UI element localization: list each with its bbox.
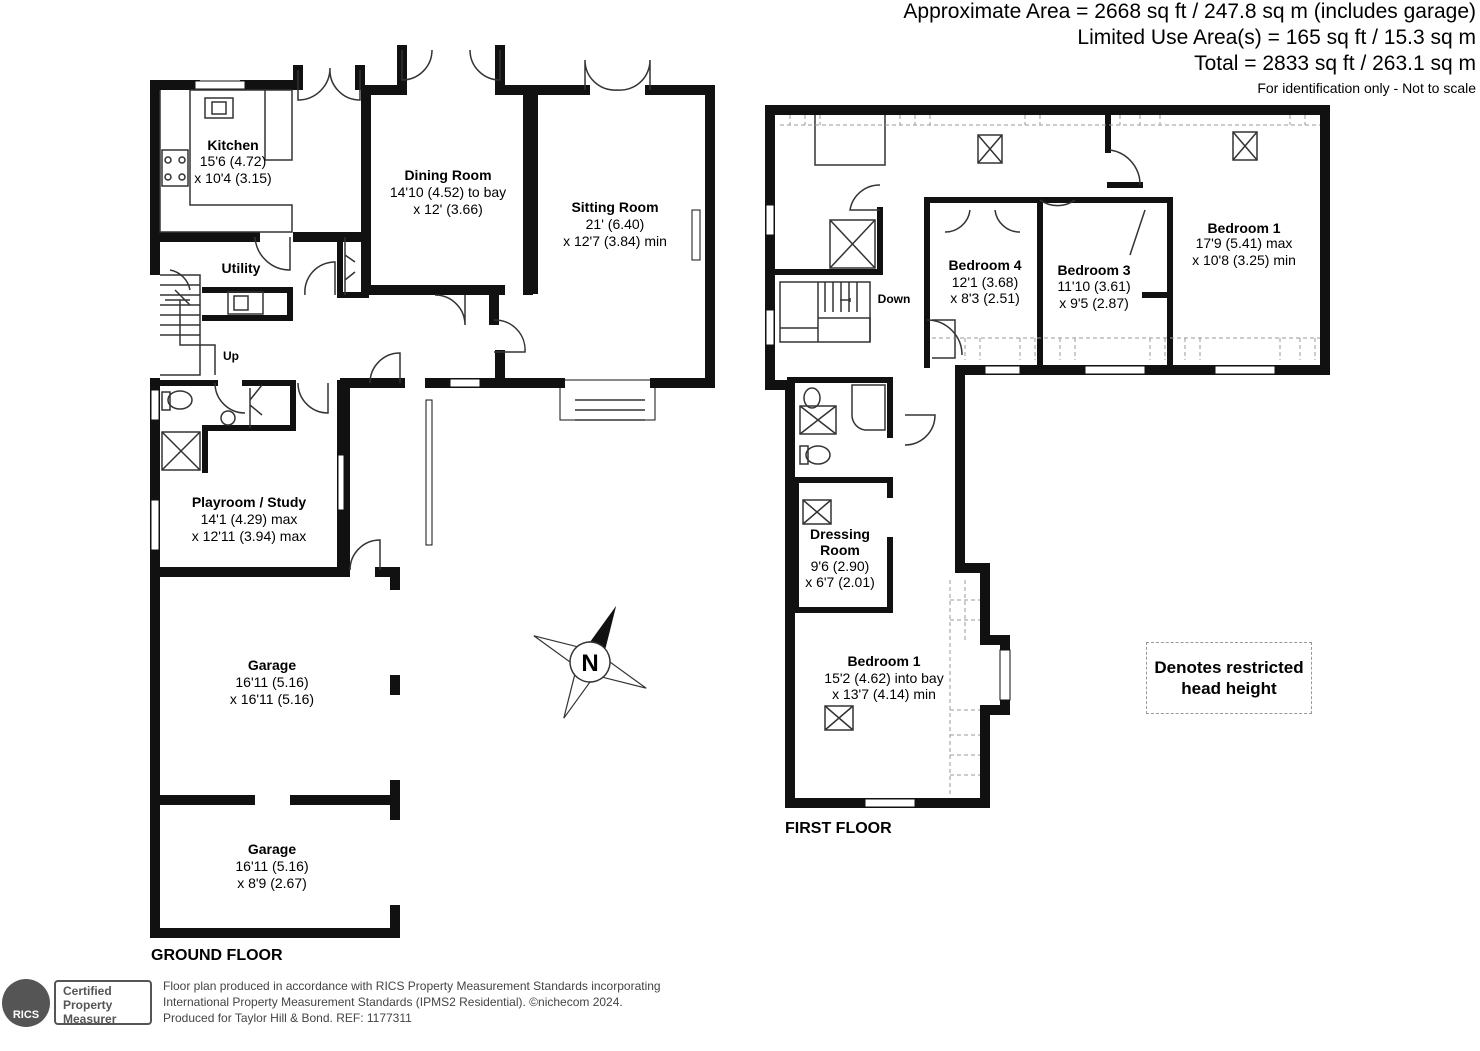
room-name-bedroom-1-lower: Bedroom 1 bbox=[847, 653, 920, 669]
room-name-bedroom-3: Bedroom 3 bbox=[1057, 262, 1130, 278]
skylight-icon bbox=[977, 134, 1003, 164]
room-dim-kitchen-1: 15'6 (4.72) bbox=[200, 153, 267, 169]
room-dim-kitchen-2: x 10'4 (3.15) bbox=[194, 170, 271, 186]
room-name-utility: Utility bbox=[222, 260, 261, 276]
room-name-dressing: Dressing bbox=[810, 526, 870, 542]
room-dim-garage-2-a: 16'11 (5.16) bbox=[235, 858, 308, 874]
garage-wall bbox=[150, 567, 400, 938]
room-dim-sitting-1: 21' (6.40) bbox=[586, 216, 645, 232]
shower-icon bbox=[161, 431, 201, 471]
room-dim-garage-1-b: x 16'11 (5.16) bbox=[230, 691, 314, 707]
room-name-garage-2: Garage bbox=[248, 841, 296, 857]
room-dim-garage-2-b: x 8'9 (2.67) bbox=[237, 875, 307, 891]
toilet-icon bbox=[167, 390, 193, 410]
room-dim-dressing-2: x 6'7 (2.01) bbox=[805, 574, 875, 590]
room-dim-sitting-2: x 12'7 (3.84) min bbox=[563, 233, 667, 249]
room-dim-bedroom-1-upper-2: x 10'8 (3.25) min bbox=[1192, 252, 1296, 268]
limited-use-area-text: Limited Use Area(s) = 165 sq ft / 15.3 s… bbox=[1077, 26, 1476, 49]
bedroom-3-wall bbox=[1042, 197, 1173, 368]
shower-icon bbox=[829, 219, 876, 269]
compass-letter: N bbox=[581, 650, 598, 677]
room-dim-playroom-2: x 12'11 (3.94) max bbox=[192, 528, 306, 544]
room-dim-bedroom-1-lower-1: 15'2 (4.62) into bay bbox=[824, 670, 943, 686]
badge-line-2: Property bbox=[63, 998, 113, 1012]
toilet-icon bbox=[805, 445, 831, 465]
room-dim-bedroom-4-2: x 8'3 (2.51) bbox=[950, 290, 1020, 306]
stairs-up-label: Up bbox=[223, 349, 239, 363]
shower-tray-icon bbox=[851, 384, 886, 431]
room-name-dressing-2: Room bbox=[820, 542, 860, 558]
room-name-garage-1: Garage bbox=[248, 657, 296, 673]
basin-icon bbox=[803, 387, 821, 409]
legend-line-2: head height bbox=[1181, 679, 1277, 698]
first-floor-outer-wall bbox=[765, 105, 1330, 808]
ground-floor-label: GROUND FLOOR bbox=[151, 947, 283, 964]
badge-line-3: Measurer bbox=[63, 1012, 117, 1026]
room-name-bedroom-4: Bedroom 4 bbox=[948, 257, 1021, 273]
room-dim-bedroom-3-2: x 9'5 (2.87) bbox=[1059, 295, 1129, 311]
room-name-sitting: Sitting Room bbox=[571, 199, 658, 215]
restricted-height-legend: Denotes restricted head height bbox=[1146, 642, 1312, 714]
badge-line-1: Certified bbox=[63, 984, 112, 998]
basin-icon bbox=[220, 410, 236, 426]
rics-logo: RICS bbox=[2, 979, 50, 1027]
room-dim-dining-2: x 12' (3.66) bbox=[413, 201, 483, 217]
approximate-area-text: Approximate Area = 2668 sq ft / 247.8 sq… bbox=[903, 0, 1476, 23]
dining-room-wall bbox=[361, 85, 533, 295]
room-name-playroom: Playroom / Study bbox=[192, 494, 307, 510]
skylight-icon bbox=[824, 705, 854, 731]
dressing-room-wall bbox=[794, 477, 893, 613]
room-dim-bedroom-1-upper-1: 17'9 (5.41) max bbox=[1196, 235, 1293, 251]
room-dim-bedroom-3-1: 11'10 (3.61) bbox=[1057, 278, 1130, 294]
total-area-text: Total = 2833 sq ft / 263.1 sq m bbox=[1194, 52, 1476, 75]
utility-sink-icon bbox=[227, 291, 264, 315]
sink-icon bbox=[204, 97, 234, 119]
legend-line-1: Denotes restricted bbox=[1154, 658, 1304, 677]
skylight-icon bbox=[1232, 131, 1258, 161]
room-dim-bedroom-1-lower-2: x 13'7 (4.14) min bbox=[832, 686, 936, 702]
room-dim-garage-1-a: 16'11 (5.16) bbox=[235, 674, 308, 690]
window bbox=[194, 80, 246, 90]
room-name-kitchen: Kitchen bbox=[207, 137, 258, 153]
skylight-icon bbox=[802, 499, 832, 525]
stairs-down-label: Down bbox=[878, 292, 911, 306]
certified-measurer-box: Certified Property Measurer bbox=[54, 980, 152, 1026]
room-dim-dining-1: 14'10 (4.52) to bay bbox=[390, 184, 506, 200]
room-dim-dressing-1: 9'6 (2.90) bbox=[811, 558, 870, 574]
room-name-dining: Dining Room bbox=[404, 167, 491, 183]
hob-icon bbox=[161, 149, 189, 187]
footer-line-2: International Property Measurement Stand… bbox=[163, 995, 623, 1009]
rics-badge: RICS Certified Property Measurer bbox=[0, 977, 155, 1029]
first-floor-label: FIRST FLOOR bbox=[785, 820, 892, 837]
kitchen-units bbox=[159, 90, 293, 233]
scale-note: For identification only - Not to scale bbox=[1257, 80, 1476, 96]
footer-line-1: Floor plan produced in accordance with R… bbox=[163, 979, 661, 993]
room-dim-playroom-1: 14'1 (4.29) max bbox=[201, 511, 298, 527]
footer-line-3: Produced for Taylor Hill & Bond. REF: 11… bbox=[163, 1011, 412, 1025]
compass-icon bbox=[533, 605, 647, 719]
room-name-bedroom-1-upper: Bedroom 1 bbox=[1207, 220, 1280, 236]
room-dim-bedroom-4-1: 12'1 (3.68) bbox=[952, 274, 1019, 290]
